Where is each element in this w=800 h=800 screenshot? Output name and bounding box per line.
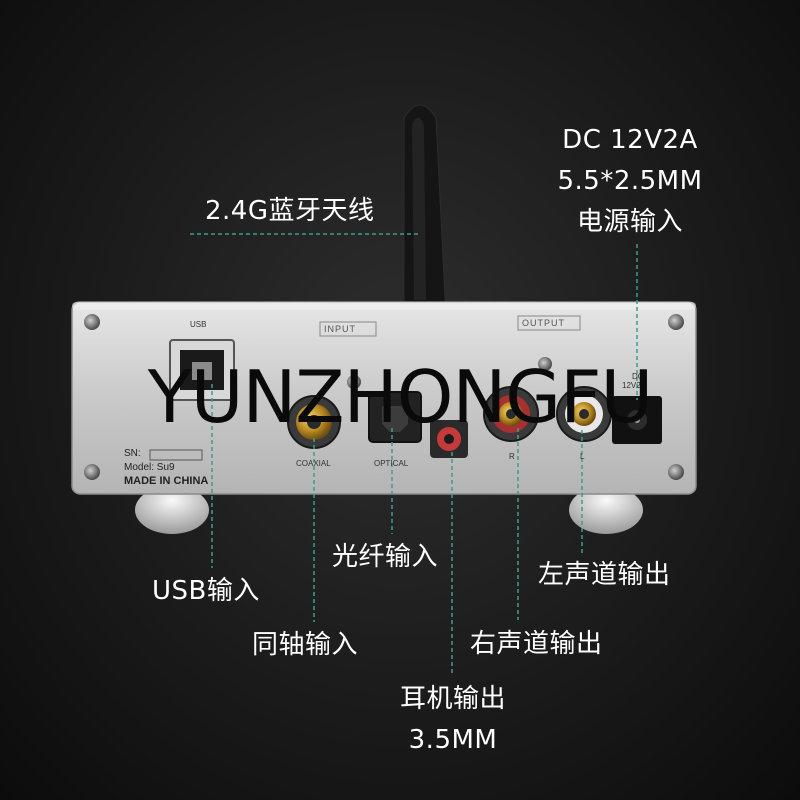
panel-coaxial-label: COAXIAL [296, 459, 331, 468]
foot-right [569, 486, 643, 534]
callout-usb: USB输入 [152, 576, 260, 606]
callout-optical: 光纤输入 [332, 542, 439, 572]
callout-left-channel: 左声道输出 [538, 560, 671, 590]
left-output-rca-jack [556, 386, 612, 442]
right-output-rca-jack [483, 386, 539, 442]
panel-made-in: MADE IN CHINA [124, 475, 209, 487]
panel-screws [84, 314, 684, 480]
dc-power-jack [612, 396, 662, 444]
callout-dc-line3: 电源输入 [576, 207, 683, 237]
callout-coaxial: 同轴输入 [252, 630, 359, 660]
panel-r-label: R [509, 452, 515, 461]
watermark-text: YUNZHONGFU [147, 355, 653, 439]
callout-right-channel: 右声道输出 [470, 629, 603, 659]
panel-dc-spec: 12V2A [622, 381, 647, 390]
callout-dc-line2: 5.5*2.5MM [557, 166, 703, 196]
input-frame [319, 321, 377, 337]
headphone-jack [430, 420, 468, 458]
output-frame [517, 315, 581, 331]
coaxial-rca-jack [287, 395, 341, 449]
panel-usb-label: USB [190, 320, 207, 329]
panel-optical-label: OPTICAL [374, 459, 409, 468]
usb-b-port [169, 339, 235, 401]
panel-l-label: L [580, 452, 585, 461]
sn-box [149, 449, 203, 461]
foot-left [135, 486, 209, 534]
optical-toslink-port [368, 391, 422, 443]
panel-dc-label: DC [632, 372, 644, 381]
panel-input-label: INPUT [324, 324, 356, 334]
callout-headphone-line2: 3.5MM [408, 725, 498, 755]
callout-antenna: 2.4G蓝牙天线 [205, 196, 375, 226]
callout-dc-line1: DC 12V2A [562, 125, 698, 155]
leader-lines [190, 233, 638, 676]
panel-model-label: Model: Su9 [124, 462, 175, 473]
panel-output-label: OUTPUT [522, 318, 565, 328]
callout-headphone-line1: 耳机输出 [399, 684, 506, 714]
panel-sn-label: SN: [124, 448, 141, 459]
